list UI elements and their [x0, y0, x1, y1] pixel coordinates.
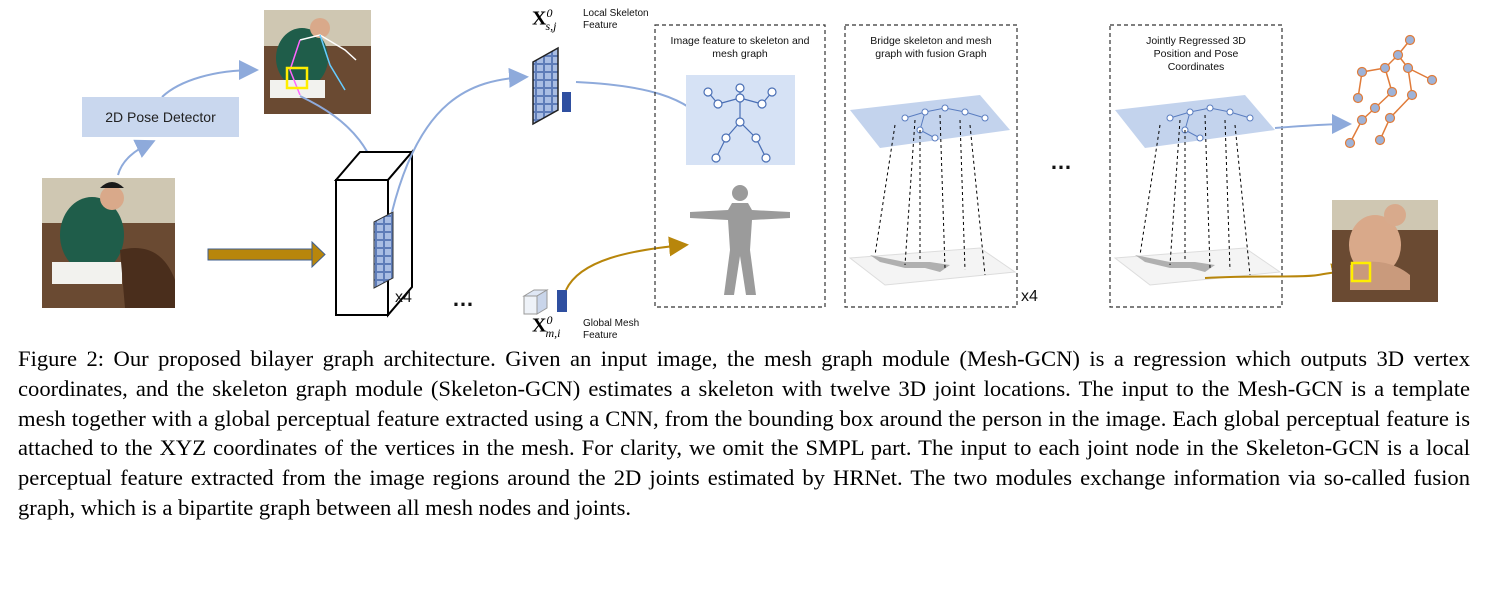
- arrow-cnn-to-local-feature: [391, 67, 529, 213]
- architecture-figure: 2D Pose Detector X0s,j Local Skeleton Fe…: [42, 6, 1438, 341]
- output-3d-skeleton: [1344, 34, 1438, 149]
- regression-edges: [1139, 114, 1251, 276]
- arrow-detector-to-pose: [161, 60, 259, 98]
- global-feature-symbol: X0m,i: [532, 313, 560, 341]
- mesh-roi-box: [1350, 261, 1372, 283]
- panel-1-title: Image feature to skeleton and mesh graph: [670, 35, 810, 61]
- joint-roi-box: [285, 66, 309, 90]
- global-symbol-sup: 0: [546, 313, 553, 327]
- pose-detector-box: 2D Pose Detector: [82, 97, 239, 137]
- panel-3-title: Jointly Regressed 3D Position and Pose C…: [1146, 35, 1246, 74]
- ellipsis-cnn: …: [452, 286, 475, 311]
- local-symbol-sup: 0: [546, 6, 553, 20]
- local-symbol-sub: s,j: [545, 18, 557, 33]
- arrow-input-to-cnn: [207, 240, 326, 269]
- panel-image-feature: [654, 24, 826, 308]
- fusion-edges: [874, 114, 986, 276]
- local-feature-label: Local Skeleton Feature: [583, 8, 649, 31]
- panel-repeat-label: x4: [1021, 288, 1038, 305]
- arrow-input-to-detector: [117, 139, 156, 176]
- fusion-skeleton-nodes: [901, 104, 989, 142]
- local-feature-symbol: X0s,j: [532, 6, 556, 34]
- fusion-skeleton-plane: [850, 95, 1010, 148]
- skeleton-graph: [703, 83, 777, 163]
- figure-caption: Figure 2: Our proposed bilayer graph arc…: [18, 346, 1470, 520]
- panel-fusion-graph: [844, 24, 1018, 308]
- regression-mesh-shadow: [1135, 255, 1215, 272]
- pose-image: [264, 10, 371, 114]
- ellipsis-panels: …: [1050, 149, 1073, 174]
- arrow-global-to-mesh: [565, 236, 689, 291]
- global-symbol-sub: m,i: [545, 325, 561, 340]
- local-feature-vector: [562, 92, 571, 112]
- pose-detector-label: 2D Pose Detector: [105, 109, 216, 125]
- local-symbol-base: X: [532, 7, 547, 30]
- local-feature-map: [532, 46, 571, 126]
- arrow-to-3d-joints: [1274, 114, 1352, 135]
- fusion-mesh-shadow: [870, 255, 950, 272]
- figure-drawing: [42, 10, 1438, 318]
- cnn-repeat-label: x4: [395, 289, 412, 306]
- global-feature-vector: [557, 290, 567, 312]
- template-mesh: [690, 185, 790, 295]
- panel-joint-regression: [1109, 24, 1283, 308]
- panel-2-title: Bridge skeleton and mesh graph with fusi…: [870, 35, 992, 61]
- global-feature-label: Global Mesh Feature: [583, 318, 640, 341]
- global-feature: [522, 289, 567, 315]
- global-symbol-base: X: [532, 314, 547, 337]
- regression-skeleton-plane: [1115, 95, 1275, 148]
- cnn-feature-block: [333, 149, 415, 318]
- input-image: [42, 178, 175, 308]
- output-mesh-image: [1332, 200, 1438, 302]
